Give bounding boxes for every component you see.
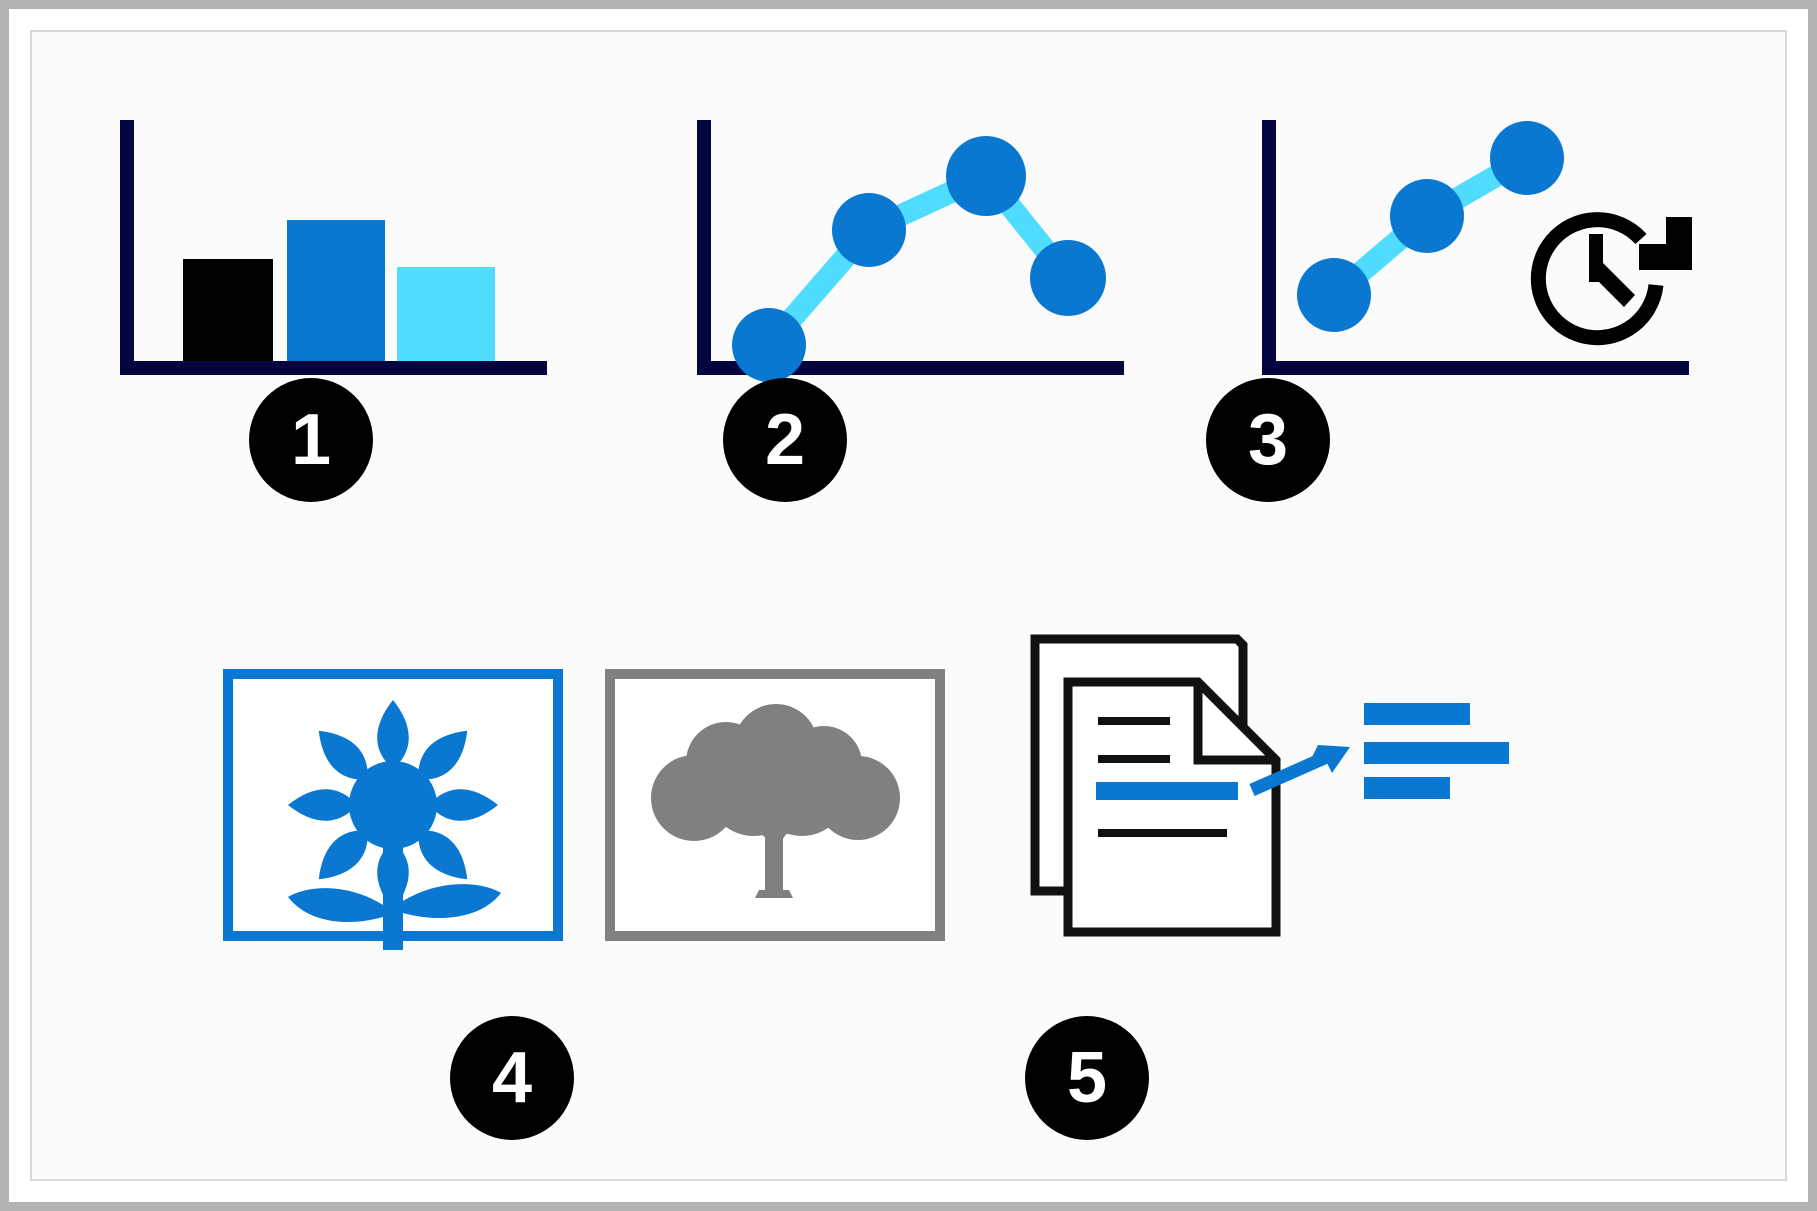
clock-refresh-icon — [1530, 212, 1692, 346]
line-chart-marker — [732, 308, 806, 382]
extraction-arrow-icon — [1249, 745, 1350, 796]
time-series-marker — [1297, 258, 1371, 332]
line-chart-marker — [832, 193, 906, 267]
line-chart-y-axis — [697, 120, 711, 375]
time-series-y-axis — [1262, 120, 1276, 375]
flower-icon — [288, 700, 501, 950]
document-text-line — [1098, 717, 1170, 725]
document-extract-icon — [1030, 634, 1509, 937]
document-text-line — [1098, 755, 1170, 763]
bar-chart-icon — [120, 120, 547, 375]
document-extraction-panel — [1030, 625, 1540, 955]
document-highlighted-line — [1096, 782, 1238, 800]
badge-1: 1 — [249, 378, 373, 502]
document-fold-corner — [1193, 682, 1276, 765]
bar-chart-panel — [120, 120, 570, 410]
line-chart-marker — [946, 136, 1026, 216]
document-text-line — [1098, 829, 1227, 837]
bar-series-2 — [287, 220, 385, 361]
line-chart-panel — [697, 120, 1147, 410]
badge-3-label: 3 — [1247, 400, 1289, 480]
flower-tree-images-icon — [223, 669, 945, 950]
tree-icon — [651, 704, 900, 898]
bar-series-3 — [397, 267, 495, 361]
badge-5-label: 5 — [1066, 1038, 1108, 1118]
line-chart-clock-icon — [1262, 120, 1692, 375]
line-chart-x-axis — [697, 361, 1124, 375]
time-series-marker — [1490, 121, 1564, 195]
output-bar — [1364, 703, 1470, 725]
bar-series-1 — [183, 259, 273, 361]
line-chart-series-line — [758, 165, 1079, 356]
image-pair-panel — [223, 669, 945, 950]
time-series-marker — [1390, 179, 1464, 253]
badge-2-label: 2 — [764, 400, 806, 480]
document-front-page — [1063, 677, 1281, 937]
flower-image-card — [223, 669, 563, 950]
bar-chart-y-axis — [120, 120, 134, 375]
badge-2: 2 — [723, 378, 847, 502]
badge-4: 4 — [450, 1016, 574, 1140]
badge-1-label: 1 — [290, 400, 332, 480]
line-chart-icon — [697, 120, 1124, 382]
output-bar — [1364, 777, 1450, 799]
time-series-panel — [1262, 120, 1712, 410]
badge-5: 5 — [1025, 1016, 1149, 1140]
badge-4-label: 4 — [491, 1038, 533, 1118]
line-chart-marker — [1030, 240, 1106, 316]
tree-image-card — [605, 669, 945, 941]
output-bar — [1364, 742, 1509, 764]
time-series-x-axis — [1262, 361, 1689, 375]
bar-chart-x-axis — [120, 361, 547, 375]
badge-3: 3 — [1206, 378, 1330, 502]
